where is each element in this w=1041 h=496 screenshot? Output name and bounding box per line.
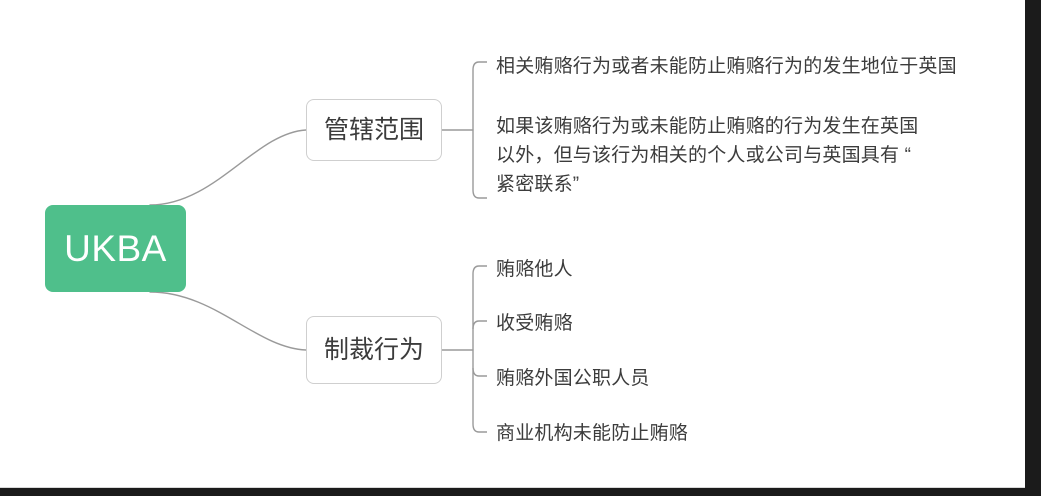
mindmap-leaf-node[interactable]: 贿赂他人 xyxy=(496,259,573,280)
mindmap-leaf-node[interactable]: 收受贿赂 xyxy=(496,313,573,334)
page-right-edge xyxy=(1025,0,1041,488)
page-bottom-divider xyxy=(0,487,1025,488)
mindmap-branch-label: 管辖范围 xyxy=(323,115,424,144)
bracket-branch-1-arm-2 xyxy=(472,367,487,377)
mindmap-branch-node-jurisdiction[interactable]: 管辖范围 xyxy=(306,99,442,161)
page-bottom-edge xyxy=(0,488,1041,496)
mindmap-root-node[interactable]: UKBA xyxy=(45,205,186,292)
bracket-branch-1-arm-1 xyxy=(472,320,487,330)
connector-root-to-branch-0 xyxy=(149,129,307,206)
mindmap-leaf-node[interactable]: 贿赂外国公职人员 xyxy=(496,368,650,389)
mindmap-root-label: UKBA xyxy=(64,228,167,269)
connector-root-to-branch-1 xyxy=(149,291,307,351)
mindmap-branch-label: 制裁行为 xyxy=(323,335,424,364)
mindmap-leaf-node[interactable]: 如果该贿赂行为或未能防止贿赂的行为发生在英国 以外，但与该行为相关的个人或公司与… xyxy=(496,116,919,195)
mindmap-leaf-node[interactable]: 商业机构未能防止贿赂 xyxy=(496,423,689,444)
bracket-branch-0 xyxy=(472,61,487,199)
bracket-branch-1 xyxy=(472,265,487,433)
mindmap-branch-node-sanctioned-conduct[interactable]: 制裁行为 xyxy=(306,316,442,384)
mindmap-leaf-node[interactable]: 相关贿赂行为或者未能防止贿赂行为的发生地位于英国 xyxy=(496,56,957,77)
